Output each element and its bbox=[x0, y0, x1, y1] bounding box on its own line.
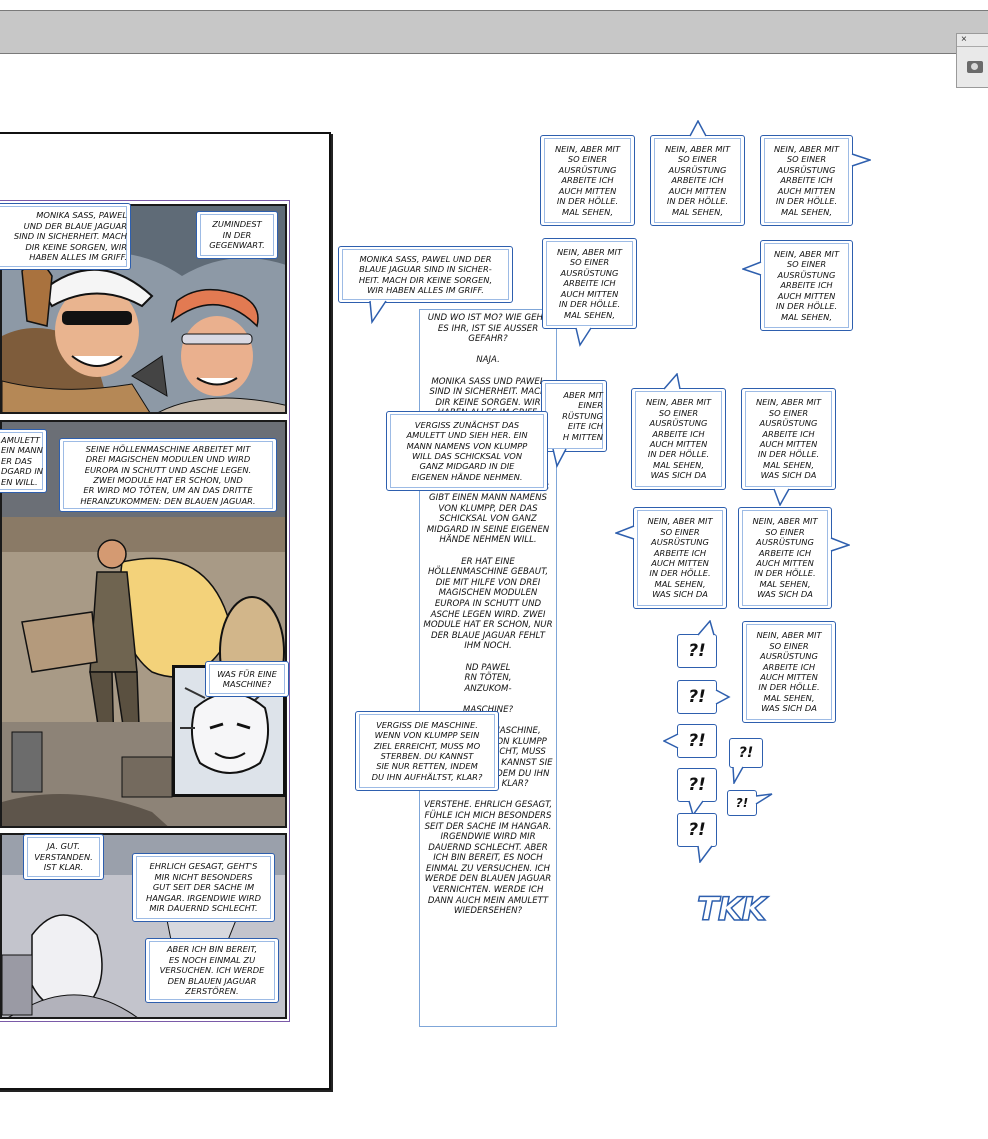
template-balloon-2[interactable]: NEIN, ABER MIT SO EINER AUSRÜSTUNG ARBEI… bbox=[650, 135, 745, 226]
document-title-bar[interactable] bbox=[0, 10, 988, 54]
floating-balloon-4-tail bbox=[552, 448, 567, 468]
floating-balloon-4[interactable]: ABER MIT EINER RÜSTUNG EITE ICH H MITTEN bbox=[541, 380, 607, 452]
template-balloon-10-text: NEIN, ABER MIT SO EINER AUSRÜSTUNG ARBEI… bbox=[756, 630, 822, 714]
interrobang-balloon-1-text: ?! bbox=[688, 641, 706, 661]
art-balloon-7-text: EHRLICH GESAGT, GEHT'S MIR NICHT BESONDE… bbox=[145, 861, 262, 914]
interrobang-balloon-7-tail bbox=[755, 793, 773, 805]
interrobang-balloon-5[interactable]: ?! bbox=[677, 813, 717, 847]
template-balloon-1[interactable]: NEIN, ABER MIT SO EINER AUSRÜSTUNG ARBEI… bbox=[540, 135, 635, 226]
interrobang-balloon-4-text: ?! bbox=[688, 775, 706, 795]
floating-balloon-3-text: VERGISS DIE MASCHINE. WENN VON KLUMPP SE… bbox=[371, 719, 483, 782]
template-balloon-6-tail bbox=[663, 373, 681, 390]
template-balloon-1-text: NEIN, ABER MIT SO EINER AUSRÜSTUNG ARBEI… bbox=[554, 144, 621, 217]
template-balloon-7-tail bbox=[773, 488, 790, 506]
interrobang-balloon-6-text: ?! bbox=[738, 745, 754, 761]
floating-balloon-4-text: ABER MIT EINER RÜSTUNG EITE ICH H MITTEN bbox=[562, 389, 603, 442]
text-frame-story: UND WO IST MO? WIE GEHT ES IHR, IST SIE … bbox=[423, 313, 553, 917]
interrobang-balloon-2-text: ?! bbox=[688, 687, 706, 707]
template-balloon-5-text: NEIN, ABER MIT SO EINER AUSRÜSTUNG ARBEI… bbox=[773, 249, 840, 322]
interrobang-balloon-3-text: ?! bbox=[688, 731, 706, 751]
art-balloon-5[interactable]: WAS FÜR EINE MASCHINE? bbox=[205, 661, 289, 697]
art-balloon-2[interactable]: ZUMINDEST IN DER GEGENWART. bbox=[196, 211, 278, 259]
template-balloon-5-tail bbox=[742, 261, 762, 276]
sound-effect-tkk[interactable]: TKK bbox=[696, 889, 767, 929]
template-balloon-3-text: NEIN, ABER MIT SO EINER AUSRÜSTUNG ARBEI… bbox=[773, 144, 840, 217]
template-balloon-9[interactable]: NEIN, ABER MIT SO EINER AUSRÜSTUNG ARBEI… bbox=[738, 507, 832, 609]
interrobang-balloon-6-tail bbox=[732, 766, 744, 784]
template-balloon-3-tail bbox=[851, 153, 871, 167]
template-balloon-7[interactable]: NEIN, ABER MIT SO EINER AUSRÜSTUNG ARBEI… bbox=[741, 388, 836, 490]
template-balloon-8-text: NEIN, ABER MIT SO EINER AUSRÜSTUNG ARBEI… bbox=[647, 516, 713, 600]
art-balloon-2-text: ZUMINDEST IN DER GEGENWART. bbox=[209, 219, 265, 251]
template-balloon-10[interactable]: NEIN, ABER MIT SO EINER AUSRÜSTUNG ARBEI… bbox=[742, 621, 836, 723]
art-balloon-3[interactable]: AMULETT EIN MANN ER DAS DGARD IN EN WILL… bbox=[0, 429, 47, 493]
floating-balloon-1-text: MONIKA SASS, PAWEL UND DER BLAUE JAGUAR … bbox=[358, 253, 493, 295]
interrobang-balloon-2-tail bbox=[715, 689, 731, 705]
close-icon[interactable]: × bbox=[961, 34, 967, 45]
interrobang-balloon-1[interactable]: ?! bbox=[677, 634, 717, 668]
interrobang-balloon-2[interactable]: ?! bbox=[677, 680, 717, 714]
interrobang-balloon-5-tail bbox=[697, 845, 713, 863]
collapsed-side-panel[interactable]: × bbox=[956, 33, 988, 88]
interrobang-balloon-6[interactable]: ?! bbox=[729, 738, 763, 768]
floating-balloon-2[interactable]: VERGISS ZUNÄCHST DAS AMULETT UND SIEH HE… bbox=[386, 411, 548, 491]
floating-balloon-3[interactable]: VERGISS DIE MASCHINE. WENN VON KLUMPP SE… bbox=[355, 711, 499, 791]
bleed-guide-frame bbox=[0, 200, 290, 1022]
interrobang-balloon-7-text: ?! bbox=[735, 796, 749, 810]
art-balloon-8[interactable]: ABER ICH BIN BEREIT, ES NOCH EINMAL ZU V… bbox=[145, 938, 279, 1003]
interrobang-balloon-7[interactable]: ?! bbox=[727, 790, 757, 816]
template-balloon-4-text: NEIN, ABER MIT SO EINER AUSRÜSTUNG ARBEI… bbox=[556, 247, 623, 320]
template-balloon-6-text: NEIN, ABER MIT SO EINER AUSRÜSTUNG ARBEI… bbox=[645, 397, 712, 481]
template-balloon-5[interactable]: NEIN, ABER MIT SO EINER AUSRÜSTUNG ARBEI… bbox=[760, 240, 853, 331]
template-balloon-3[interactable]: NEIN, ABER MIT SO EINER AUSRÜSTUNG ARBEI… bbox=[760, 135, 853, 226]
template-balloon-4[interactable]: NEIN, ABER MIT SO EINER AUSRÜSTUNG ARBEI… bbox=[542, 238, 637, 329]
art-balloon-1-text: MONIKA SASS, PAWEL UND DER BLAUE JAGUAR … bbox=[13, 210, 127, 263]
interrobang-balloon-3[interactable]: ?! bbox=[677, 724, 717, 758]
art-balloon-5-text: WAS FÜR EINE MASCHINE? bbox=[217, 668, 277, 689]
camera-icon[interactable] bbox=[967, 61, 983, 73]
template-balloon-9-text: NEIN, ABER MIT SO EINER AUSRÜSTUNG ARBEI… bbox=[752, 516, 818, 600]
art-balloon-3-text: AMULETT EIN MANN ER DAS DGARD IN EN WILL… bbox=[1, 434, 43, 487]
template-balloon-2-text: NEIN, ABER MIT SO EINER AUSRÜSTUNG ARBEI… bbox=[664, 144, 731, 217]
art-balloon-8-text: ABER ICH BIN BEREIT, ES NOCH EINMAL ZU V… bbox=[159, 944, 265, 997]
template-balloon-8-tail bbox=[615, 525, 635, 540]
template-balloon-9-tail bbox=[830, 537, 850, 552]
template-balloon-2-tail bbox=[689, 120, 707, 137]
art-balloon-6-text: JA. GUT. VERSTANDEN. IST KLAR. bbox=[34, 841, 93, 873]
interrobang-balloon-1-tail bbox=[697, 620, 715, 636]
art-balloon-1[interactable]: MONIKA SASS, PAWEL UND DER BLAUE JAGUAR … bbox=[0, 203, 131, 270]
art-balloon-6[interactable]: JA. GUT. VERSTANDEN. IST KLAR. bbox=[23, 834, 104, 880]
template-balloon-6[interactable]: NEIN, ABER MIT SO EINER AUSRÜSTUNG ARBEI… bbox=[631, 388, 726, 490]
interrobang-balloon-5-text: ?! bbox=[688, 820, 706, 840]
template-balloon-8[interactable]: NEIN, ABER MIT SO EINER AUSRÜSTUNG ARBEI… bbox=[633, 507, 727, 609]
art-balloon-7[interactable]: EHRLICH GESAGT, GEHT'S MIR NICHT BESONDE… bbox=[132, 853, 275, 922]
template-balloon-4-tail bbox=[575, 327, 592, 347]
interrobang-balloon-4[interactable]: ?! bbox=[677, 768, 717, 802]
art-balloon-4-text: SEINE HÖLLENMASCHINE ARBEITET MIT DREI M… bbox=[80, 443, 256, 506]
floating-balloon-1-tail bbox=[369, 300, 387, 324]
template-balloon-7-text: NEIN, ABER MIT SO EINER AUSRÜSTUNG ARBEI… bbox=[755, 397, 822, 481]
floating-balloon-1[interactable]: MONIKA SASS, PAWEL UND DER BLAUE JAGUAR … bbox=[338, 246, 513, 303]
interrobang-balloon-3-tail bbox=[663, 733, 679, 749]
floating-balloon-2-text: VERGISS ZUNÄCHST DAS AMULETT UND SIEH HE… bbox=[406, 419, 528, 482]
art-balloon-4[interactable]: SEINE HÖLLENMASCHINE ARBEITET MIT DREI M… bbox=[59, 438, 277, 512]
panel-header-divider bbox=[957, 46, 988, 47]
top-edge bbox=[0, 0, 988, 10]
